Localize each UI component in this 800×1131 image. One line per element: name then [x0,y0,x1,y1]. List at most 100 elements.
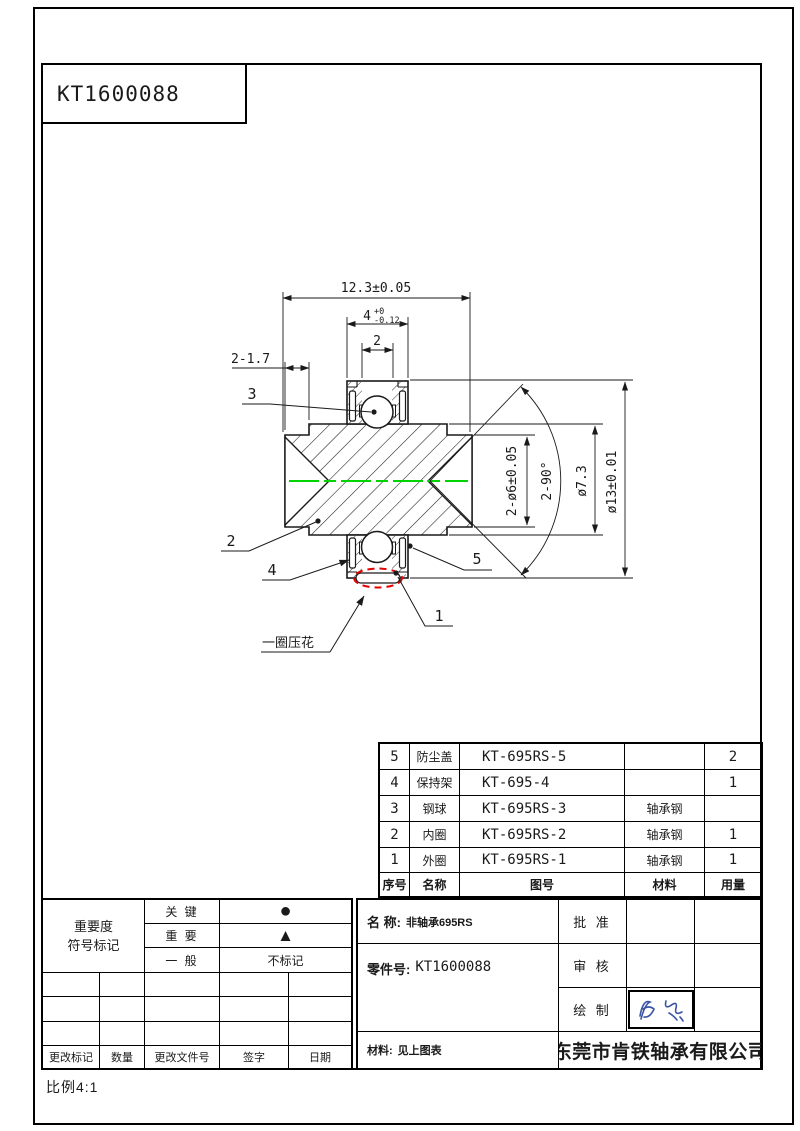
callout-5: 5 [472,550,481,568]
revision-empty-cell [100,997,145,1022]
revision-empty-cell [145,973,220,997]
revision-empty-cell [220,1022,289,1046]
review-signature-cell [627,944,695,988]
review-label: 审 核 [559,944,627,988]
bottom-bearing-section [346,530,409,589]
bom-row-material [625,744,705,770]
title-block: 名 称: 非轴承695RS 零件号: KT1600088 材料: 见上图表 批 … [356,898,763,1070]
draw-label: 绘 制 [559,988,627,1032]
importance-level-key: 关 键 [145,900,220,924]
bom-row-name: 保持架 [410,770,460,796]
approve-date-cell [695,900,761,944]
dim-ring-width-tol-dn: -0.12 [374,316,400,326]
dim-bore: 2-ø6±0.05 [505,446,520,516]
top-ball [360,395,394,429]
draw-signature-cell [627,988,695,1032]
importance-symbol-circle: ● [220,900,351,924]
importance-symbol-none: 不标记 [220,948,351,973]
bom-row-qty: 1 [705,770,761,796]
bom-row-material: 轴承钢 [625,848,705,873]
bottom-ball [360,530,394,564]
importance-level-major: 重 要 [145,924,220,948]
bottom-left-seal [348,537,357,569]
bom-header-code: 图号 [460,873,625,896]
dim-ring-width-tol-up: +0 [374,307,384,317]
dim-outer-dia: ø13±0.01 [605,451,620,514]
signature-box [627,990,694,1029]
revision-empty-cell [43,973,100,997]
part-number-field: 零件号: KT1600088 [358,944,559,1032]
top-bearing-section [346,380,409,429]
bom-row-code: KT-695RS-5 [460,744,625,770]
bom-row-material: 轴承钢 [625,822,705,848]
bom-row-code: KT-695RS-2 [460,822,625,848]
part-number-label: 零件号: [367,962,411,977]
draw-date-cell [695,988,761,1032]
dim-center-width: 2 [373,334,381,349]
bom-row-name: 防尘盖 [410,744,460,770]
revision-empty-cell [145,997,220,1022]
company-name: 东莞市肯铁轴承有限公司 [559,1041,761,1063]
revision-empty-cell [289,1022,351,1046]
callout-2: 2 [226,532,235,550]
top-left-seal [348,390,357,422]
revision-header-mark: 更改标记 [43,1046,100,1068]
handwritten-signature [638,1000,684,1022]
importance-block: 重要度 符号标记 关 键 ● 重 要 ▲ 一 般 不标记 更改标记 数量 更改文… [41,898,353,1070]
revision-empty-cell [100,1022,145,1046]
inner-ring-section [284,423,473,536]
importance-title: 重要度 符号标记 [43,900,145,973]
part-number-value: KT1600088 [415,959,492,975]
bom-row-name: 内圈 [410,822,460,848]
bom-row-code: KT-695-4 [460,770,625,796]
dimensions [232,292,633,579]
importance-level-general: 一 般 [145,948,220,973]
part-name-label: 名 称: [367,915,401,930]
bom-row-qty [705,796,761,822]
drawing-number: KT1600088 [57,81,180,106]
bom-row-material [625,770,705,796]
bom-header-material: 材料 [625,873,705,896]
scale-label: 比例4:1 [46,1079,99,1095]
bom-table: 5 防尘盖 KT-695RS-5 2 4 保持架 KT-695-4 1 3 钢球… [378,742,763,898]
dim-cone-angle: 2-90° [540,461,555,500]
callout-4: 4 [267,561,276,579]
bom-header-qty: 用量 [720,878,745,892]
revision-empty-cell [289,973,351,997]
bottom-right-seal [398,537,407,569]
page-border [33,7,794,1125]
bom-row-name: 外圈 [410,848,460,873]
dim-step: 2-1.7 [231,352,270,367]
knurl-note: 一圈压花 [262,635,314,650]
callout-3: 3 [247,385,256,403]
bom-row-no: 1 [380,848,410,873]
bom-row-no: 5 [380,744,410,770]
revision-empty-cell [100,973,145,997]
revision-empty-cell [145,1022,220,1046]
revision-empty-cell [43,1022,100,1046]
revision-empty-cell [289,997,351,1022]
dim-overall-width: 12.3±0.05 [341,281,411,296]
importance-symbol-triangle: ▲ [220,924,351,948]
revision-header-date: 日期 [309,1052,331,1064]
knurl-highlight-ellipse [353,567,403,589]
top-right-seal [398,390,407,422]
bom-row-code: KT-695RS-1 [460,848,625,873]
revision-empty-cell [220,973,289,997]
part-name-value: 非轴承695RS [405,916,473,929]
part-name-field: 名 称: 非轴承695RS [358,900,559,944]
approve-label: 批 准 [559,900,627,944]
bom-row-name: 钢球 [410,796,460,822]
dim-ring-width: 4 [363,309,371,324]
bom-row-no: 2 [380,822,410,848]
bom-row-qty: 1 [705,848,761,873]
drawing-number-box: KT1600088 [41,63,247,124]
bom-row-qty: 2 [705,744,761,770]
revision-header-doc: 更改文件号 [145,1046,220,1068]
revision-header-sign: 签字 [220,1046,289,1068]
dim-mid-dia: ø7.3 [575,465,590,496]
material-field: 材料: 见上图表 [358,1032,559,1068]
bom-row-no: 4 [380,770,410,796]
